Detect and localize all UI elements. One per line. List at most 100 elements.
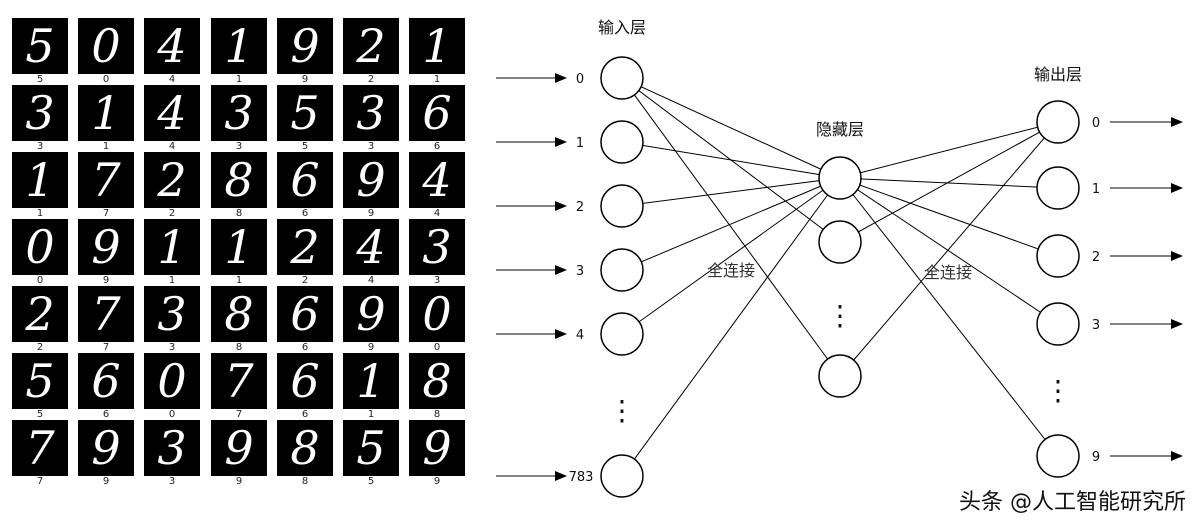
digit-caption: 3 — [433, 275, 441, 286]
digit-caption: 3 — [367, 141, 375, 152]
digit-image: 5 — [277, 85, 333, 141]
digit-image: 0 — [12, 219, 68, 275]
hidden-node — [818, 220, 862, 264]
input-node — [600, 120, 644, 164]
digit-caption: 9 — [367, 208, 375, 219]
digit-glyph: 2 — [356, 19, 386, 73]
digit-image: 9 — [409, 420, 465, 476]
input-node — [600, 248, 644, 292]
digit-glyph: 4 — [157, 19, 187, 73]
digit-caption: 8 — [433, 409, 441, 420]
digit-caption: 0 — [433, 342, 441, 353]
digit-caption: 1 — [168, 275, 176, 286]
hidden-output-edge — [839, 177, 1059, 325]
digit-image: 1 — [78, 85, 134, 141]
hidden-layer-title: 隐藏层 — [816, 120, 864, 139]
digit-image: 7 — [211, 353, 267, 409]
digit-glyph: 0 — [422, 287, 452, 341]
digit-image: 5 — [12, 353, 68, 409]
input-node-label: 4 — [576, 328, 584, 343]
digit-image: 9 — [277, 18, 333, 74]
digit-image: 3 — [144, 286, 200, 342]
digit-image: 3 — [144, 420, 200, 476]
digit-caption: 0 — [168, 409, 176, 420]
input-hidden-edge — [621, 177, 841, 477]
digit-caption: 3 — [235, 141, 243, 152]
input-node — [600, 184, 644, 228]
output-layer-title: 输出层 — [1034, 65, 1082, 84]
digit-image: 9 — [343, 286, 399, 342]
input-hidden-edge — [621, 177, 841, 271]
digit-glyph: 1 — [157, 220, 187, 274]
digit-image: 2 — [343, 18, 399, 74]
digit-glyph: 9 — [356, 153, 386, 207]
hidden-node — [818, 156, 862, 200]
digit-caption: 9 — [102, 476, 110, 487]
digit-glyph: 6 — [290, 287, 320, 341]
input-node-label: 3 — [576, 264, 584, 279]
digit-glyph: 3 — [25, 86, 55, 140]
digit-glyph: 1 — [224, 19, 254, 73]
hidden-output-edge — [839, 177, 1059, 257]
digit-glyph: 8 — [224, 287, 254, 341]
input-node-label: 0 — [576, 72, 584, 87]
digit-caption: 7 — [36, 476, 44, 487]
digit-glyph: 5 — [25, 19, 55, 73]
hidden-output-edge — [839, 121, 1059, 243]
digit-caption: 7 — [102, 208, 110, 219]
digit-glyph: 9 — [224, 421, 254, 475]
digit-glyph: 1 — [25, 153, 55, 207]
digit-caption: 5 — [36, 409, 44, 420]
digit-glyph: 8 — [224, 153, 254, 207]
digit-caption: 2 — [168, 208, 176, 219]
digit-glyph: 3 — [356, 86, 386, 140]
output-node-label: 3 — [1092, 318, 1100, 333]
output-node-label: 1 — [1092, 182, 1100, 197]
digit-image: 0 — [144, 353, 200, 409]
input-ellipsis: ⋮ — [608, 394, 636, 427]
digit-image: 6 — [277, 152, 333, 208]
digit-glyph: 7 — [25, 421, 55, 475]
digit-caption: 1 — [235, 74, 243, 85]
digit-glyph: 1 — [356, 354, 386, 408]
hidden-output-edge — [839, 177, 1059, 457]
digit-caption: 1 — [235, 275, 243, 286]
digit-image: 7 — [78, 286, 134, 342]
input-node-label: 1 — [576, 136, 584, 151]
digit-glyph: 3 — [422, 220, 452, 274]
input-layer-title: 输入层 — [598, 18, 646, 37]
input-hidden-edge — [621, 141, 841, 179]
digit-glyph: 0 — [157, 354, 187, 408]
input-node — [600, 312, 644, 356]
digit-glyph: 5 — [25, 354, 55, 408]
digit-glyph: 1 — [422, 19, 452, 73]
digit-image: 9 — [78, 219, 134, 275]
hidden-node — [818, 354, 862, 398]
io-arrows — [496, 73, 1183, 481]
input-hidden-edge — [621, 177, 841, 335]
digit-image: 1 — [409, 18, 465, 74]
digit-caption: 4 — [433, 208, 441, 219]
hidden-ellipsis: ⋮ — [826, 299, 854, 332]
output-node — [1036, 302, 1080, 346]
watermark: 头条 @人工智能研究所 — [959, 490, 1186, 515]
digit-glyph: 9 — [290, 19, 320, 73]
digit-glyph: 6 — [290, 153, 320, 207]
digit-caption: 1 — [433, 74, 441, 85]
digit-caption: 9 — [102, 275, 110, 286]
digit-glyph: 7 — [91, 287, 121, 341]
hidden-output-edge — [839, 121, 1059, 179]
input-hidden-edge — [621, 177, 841, 207]
digit-caption: 1 — [36, 208, 44, 219]
digit-image: 1 — [144, 219, 200, 275]
digit-image: 5 — [343, 420, 399, 476]
digit-image: 4 — [144, 18, 200, 74]
digit-image: 1 — [211, 18, 267, 74]
digit-image: 6 — [277, 286, 333, 342]
output-node-label: 2 — [1092, 250, 1100, 265]
digit-caption: 9 — [301, 74, 309, 85]
digit-caption: 7 — [102, 342, 110, 353]
digit-glyph: 7 — [91, 153, 121, 207]
input-node — [600, 56, 644, 100]
